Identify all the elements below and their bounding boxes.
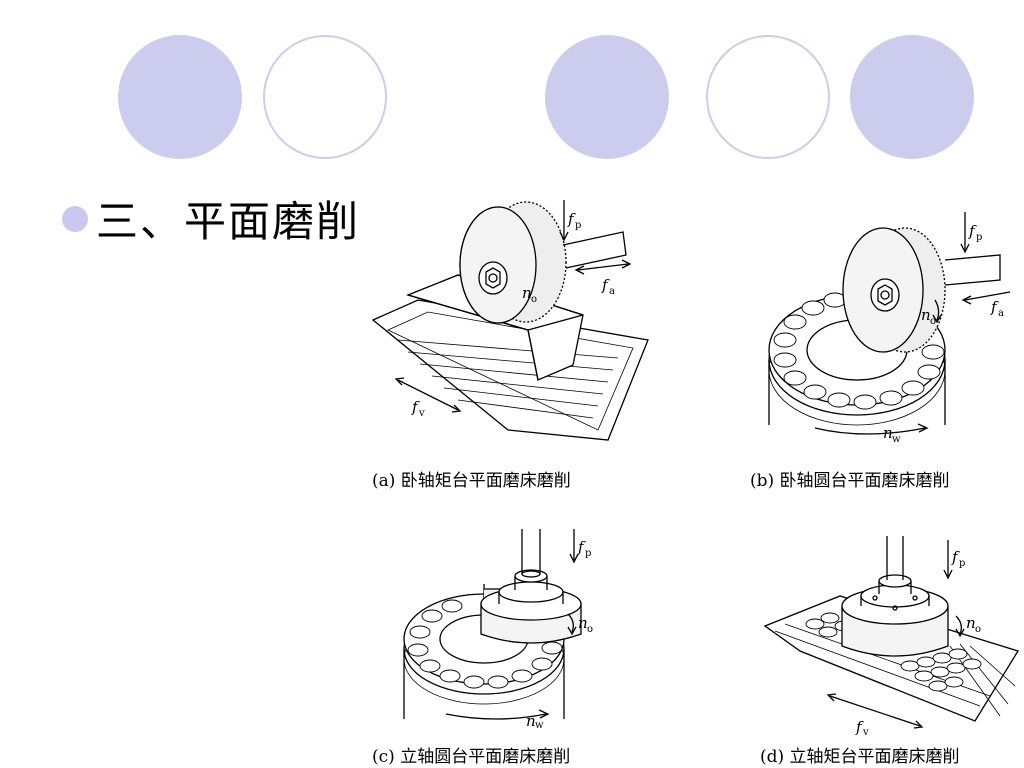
label-no-sub: o [930, 316, 936, 327]
label-fp-sub: p [959, 558, 965, 569]
decor-circle-outline-2 [706, 35, 830, 159]
decor-circle-filled-3 [850, 35, 974, 159]
label-no: n [522, 284, 532, 302]
label-fp: f [577, 538, 586, 556]
figure-a-caption: (a) 卧轴矩台平面磨床磨削 [372, 471, 571, 491]
label-fp-sub: p [585, 548, 591, 559]
decor-circle-outline-1 [263, 35, 387, 159]
figure-c-caption: (c) 立轴圆台平面磨床磨削 [372, 747, 571, 767]
label-nw-sub: w [892, 434, 901, 445]
figure-d-caption: (d) 立轴矩台平面磨床磨削 [760, 747, 960, 767]
label-fa: f [990, 298, 999, 316]
label-no-sub: o [975, 624, 981, 635]
label-fp-sub: p [575, 220, 581, 231]
label-no-sub: o [587, 624, 593, 635]
label-no-sub: o [531, 294, 537, 305]
label-nw-sub: w [535, 720, 544, 729]
label-nw: n [526, 712, 536, 729]
label-nw: n [883, 424, 893, 442]
label-fv-sub: v [418, 408, 425, 419]
label-fv-sub: v [862, 727, 869, 736]
decor-circle-filled-2 [545, 35, 669, 159]
label-fa: f [601, 276, 610, 294]
label-no: n [921, 306, 931, 324]
figure-b-caption: (b) 卧轴圆台平面磨床磨削 [750, 471, 950, 491]
label-fa-sub: a [609, 286, 615, 297]
section-heading-text: 三、平面磨削 [96, 197, 361, 246]
figure-b-illustration: f p f a n o n w [755, 200, 1020, 445]
bullet-icon [62, 205, 88, 232]
label-fv: f [411, 398, 420, 416]
label-fp: f [951, 548, 960, 566]
label-no: n [966, 614, 976, 632]
figure-a-illustration: f p f a n o f v [368, 190, 658, 445]
label-fp: f [968, 222, 977, 240]
label-fa-sub: a [998, 308, 1004, 319]
figure-c-illustration: f p n o n w [396, 524, 596, 729]
figure-d-illustration: f p n o f v [760, 536, 1020, 736]
section-heading: 三、平面磨削 [62, 188, 360, 249]
decor-circle-filled-1 [118, 35, 242, 159]
label-fp-sub: p [976, 232, 982, 243]
label-fp: f [567, 210, 576, 228]
label-fv: f [855, 718, 864, 736]
label-no: n [578, 614, 588, 632]
